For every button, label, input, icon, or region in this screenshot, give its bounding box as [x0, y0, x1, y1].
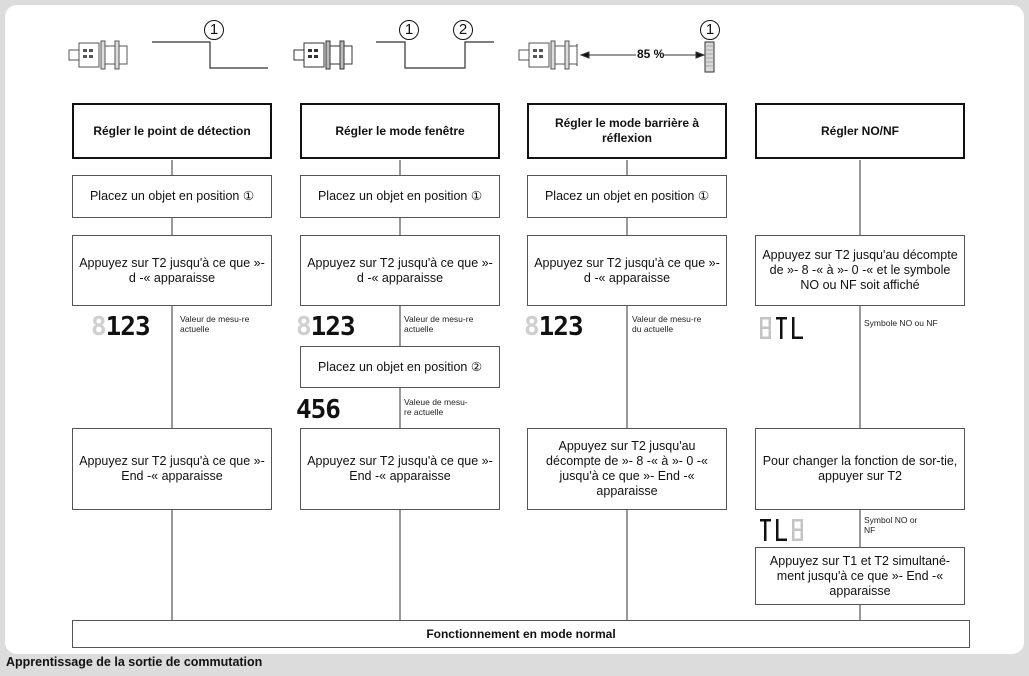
step-press-t2: Appuyez sur T2 jusqu'à ce que »- d -« ap… [527, 235, 727, 306]
step-place-object: Placez un objet en position ① [527, 175, 727, 218]
step-change-output: Pour changer la fonction de sor-tie, app… [755, 428, 965, 510]
no-nf-symbol-display [760, 519, 803, 541]
position-marker-1: 1 [399, 20, 419, 40]
display-note: Symbole NO ou NF [864, 318, 938, 328]
header-detection-point: Régler le point de détection [72, 103, 272, 159]
step-place-object: Placez un objet en position ① [72, 175, 272, 218]
reflector [704, 41, 715, 73]
step-place-object: Placez un objet en position ① [300, 175, 500, 218]
display-note: Valeue de mesu-re actuelle [404, 397, 468, 417]
normal-mode-bar: Fonctionnement en mode normal [72, 620, 970, 648]
step-press-t2-end: Appuyez sur T2 jusqu'à ce que »- End -« … [300, 428, 500, 510]
sensor-icon [518, 40, 578, 70]
display-note: Valeur de mesu-re actuelle [180, 314, 250, 334]
display-note: Valeur de mesu-re du actuelle [632, 314, 702, 334]
display-note: Symbol NO or NF [864, 515, 918, 535]
display-readout: 8123 [91, 312, 151, 342]
figure-caption: Apprentissage de la sortie de commutatio… [6, 655, 263, 669]
step-press-t2: Appuyez sur T2 jusqu'à ce que »- d -« ap… [72, 235, 272, 306]
display-readout-2: 456 [296, 395, 341, 425]
step-press-t2-end: Appuyez sur T2 jusqu'à ce que »- End -« … [72, 428, 272, 510]
sensor-icon [293, 40, 353, 70]
display-note: Valeur de mesu-re actuelle [404, 314, 474, 334]
step-press-t2: Appuyez sur T2 jusqu'à ce que »- d -« ap… [300, 235, 500, 306]
header-reflex-mode: Régler le mode barrière à réflexion [527, 103, 727, 159]
distance-percent: 85 % [637, 47, 665, 61]
header-window-mode: Régler le mode fenêtre [300, 103, 500, 159]
header-no-nf: Régler NO/NF [755, 103, 965, 159]
no-nf-symbol-display [760, 317, 803, 339]
step-press-t2-countdown: Appuyez sur T2 jusqu'au décompte de »- 8… [755, 235, 965, 306]
display-readout: 8123 [524, 312, 584, 342]
position-marker-2: 2 [453, 20, 473, 40]
step-press-t1-t2-end: Appuyez sur T1 et T2 simultané-ment jusq… [755, 547, 965, 605]
position-marker-1: 1 [204, 20, 224, 40]
step-place-object-2: Placez un objet en position ② [300, 346, 500, 388]
step-press-t2-end: Appuyez sur T2 jusqu'au décompte de »- 8… [527, 428, 727, 510]
display-readout: 8123 [296, 312, 356, 342]
sensor-icon [68, 40, 128, 70]
position-marker-1: 1 [700, 20, 720, 40]
